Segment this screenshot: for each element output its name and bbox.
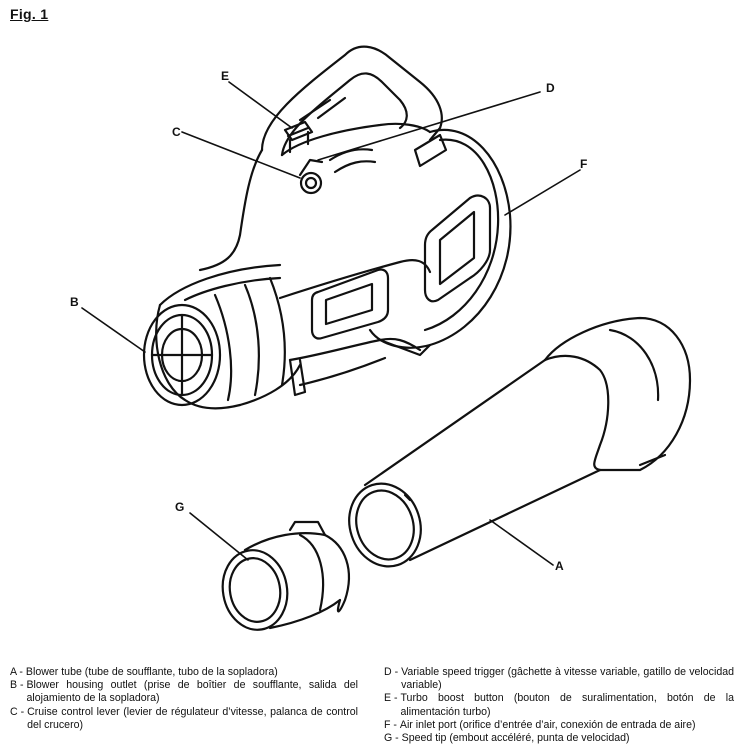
legend-item-D: D - Variable speed trigger (gâchette à v…: [384, 666, 734, 692]
legend-item-E: E - Turbo boost button (bouton de surali…: [384, 692, 734, 718]
legend-item-A: A - Blower tube (tube de soufflante, tub…: [10, 666, 358, 679]
callout-G: G: [175, 500, 184, 514]
callout-A: A: [555, 559, 564, 573]
speed-tip: [221, 520, 350, 631]
legend-item-C: C - Cruise control lever (levier de régu…: [10, 706, 358, 732]
legend-right: D - Variable speed trigger (gâchette à v…: [384, 666, 734, 745]
legend-text: Variable speed trigger (gâchette à vites…: [401, 666, 734, 692]
legend-item-G: G - Speed tip (embout accéléré, punta de…: [384, 732, 734, 745]
legend-left: A - Blower tube (tube de soufflante, tub…: [10, 666, 358, 732]
legend-text: Speed tip (embout accéléré, punta de vel…: [401, 732, 630, 745]
legend-text: Air inlet port (orifice d’entrée d’air, …: [399, 718, 696, 731]
legend-key: A -: [10, 666, 26, 678]
legend-text: Blower housing outlet (prise de boîtier …: [26, 679, 358, 705]
callout-C: C: [172, 125, 181, 139]
legend-key: B -: [10, 679, 27, 692]
legend-key: C -: [10, 705, 28, 718]
legend-text: Cruise control lever (levier de régulate…: [27, 705, 358, 731]
legend-key: E -: [384, 692, 401, 705]
legend-item-B: B - Blower housing outlet (prise de boît…: [10, 679, 358, 705]
legend-text: Turbo boost button (bouton de suraliment…: [400, 692, 734, 718]
callout-B: B: [70, 295, 79, 309]
legend-key: G -: [384, 732, 402, 745]
blower-tube: [348, 316, 692, 568]
callout-E: E: [221, 69, 229, 83]
leader-lines: [81, 81, 581, 566]
callout-F: F: [580, 157, 587, 171]
legend-text: Blower tube (tube de soufflante, tubo de…: [25, 666, 278, 678]
blower-body: [198, 45, 512, 397]
blower-outlet: [142, 263, 302, 410]
legend-item-F: F - Air inlet port (orifice d’entrée d’a…: [384, 719, 734, 732]
callout-D: D: [546, 81, 555, 95]
blower-illustration: A B C D E F G: [70, 45, 692, 631]
legend-key: D -: [384, 666, 402, 678]
legend-key: F -: [384, 718, 400, 731]
figure-title: Fig. 1: [10, 6, 49, 22]
